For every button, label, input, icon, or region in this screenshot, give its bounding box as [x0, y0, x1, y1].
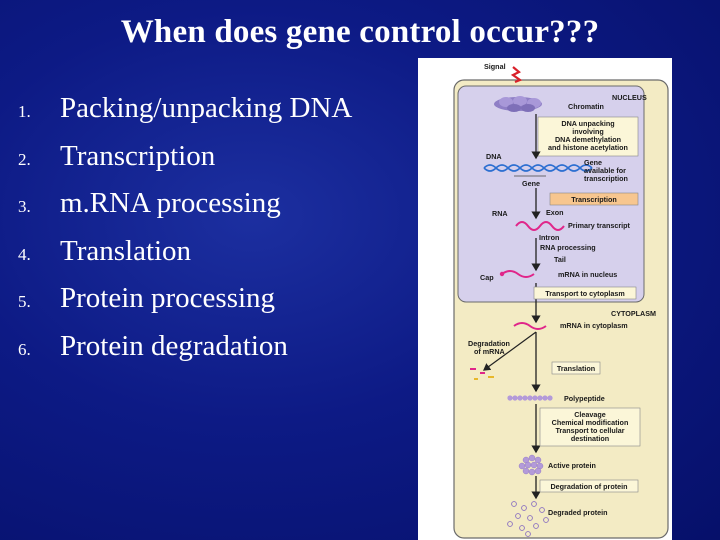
list-item: 2. Transcription — [18, 140, 418, 188]
unpacking-line: involving — [572, 127, 604, 136]
active-protein-icon — [518, 454, 544, 476]
list-number: 4. — [18, 244, 31, 264]
list-number: 1. — [18, 102, 31, 121]
list-item: 3. m.RNA processing — [18, 187, 418, 235]
list-item: 4. Translation — [18, 235, 418, 283]
polypeptide-label: Polypeptide — [564, 394, 605, 403]
mrna-nucleus-icon — [501, 270, 535, 278]
exon-label: Exon — [546, 208, 564, 217]
nucleus-label: NUCLEUS — [612, 93, 647, 102]
list-label: m.RNA processing — [60, 187, 281, 219]
cleavage-line: destination — [571, 434, 609, 443]
list-label: Protein processing — [60, 282, 276, 314]
list-item: 5. Protein processing — [18, 282, 418, 330]
list-label: Translation — [60, 234, 192, 267]
unpacking-box — [537, 116, 639, 157]
rna-processing-label: RNA processing — [540, 243, 596, 252]
degraded-protein-icon — [507, 501, 549, 537]
gene-label: Gene — [522, 179, 540, 188]
translation-box — [551, 361, 601, 375]
gene-available-line: Gene — [584, 158, 602, 167]
slide-title: When does gene control occur??? — [120, 14, 600, 50]
cytoplasm-label: CYTOPLASM — [611, 309, 656, 318]
mrna-degradation-line: of mRNA — [474, 347, 505, 356]
gene-expression-diagram: Signal NUCLEUS Chromatin DNA unpacking i… — [418, 58, 672, 540]
signal-label: Signal — [484, 62, 506, 71]
dna-label: DNA — [486, 152, 502, 161]
polypeptide-icon — [507, 395, 553, 401]
intron-label: Intron — [539, 233, 559, 242]
active-protein-label: Active protein — [548, 461, 596, 470]
degradation-arrow — [483, 331, 537, 371]
list-label: Protein degradation — [60, 329, 288, 362]
cleavage-box — [539, 407, 641, 447]
rna-label: RNA — [492, 209, 508, 218]
transport-box — [533, 286, 637, 300]
list-number: 5. — [18, 292, 31, 311]
chromatin-icon — [494, 96, 542, 112]
list-label: Transcription — [60, 139, 216, 172]
unpacking-line: DNA demethylation — [555, 135, 621, 144]
gene-control-list: 1. Packing/unpacking DNA 2. Transcriptio… — [18, 92, 418, 377]
list-number: 6. — [18, 339, 31, 359]
gene-available-line: available for — [584, 166, 626, 175]
unpacking-line: DNA unpacking — [561, 119, 614, 128]
transcription-box — [549, 192, 639, 206]
transcription-label: Transcription — [571, 195, 617, 204]
transport-label: Transport to cytoplasm — [545, 289, 624, 298]
mrna-cytoplasm-icon — [513, 322, 547, 330]
mrna-cytoplasm-label: mRNA in cytoplasm — [560, 321, 628, 330]
mrna-nucleus-label: mRNA in nucleus — [558, 270, 617, 279]
unpacking-line: and histone acetylation — [548, 143, 628, 152]
cleavage-line: Transport to cellular — [555, 426, 624, 435]
protein-degradation-box — [539, 479, 639, 493]
chromatin-label: Chromatin — [568, 102, 604, 111]
gene-available-line: transcription — [584, 174, 628, 183]
translation-label: Translation — [557, 364, 595, 373]
mrna-fragments-icon — [470, 368, 494, 380]
protein-degradation-label: Degradation of protein — [550, 482, 627, 491]
gene-expression-diagram-svg: Signal NUCLEUS Chromatin DNA unpacking i… — [453, 62, 669, 539]
tail-label: Tail — [554, 255, 566, 264]
list-item: 1. Packing/unpacking DNA — [18, 92, 418, 140]
primary-transcript-label: Primary transcript — [568, 221, 631, 230]
mrna-degradation-line: Degradation — [468, 339, 510, 348]
list-item: 6. Protein degradation — [18, 330, 418, 378]
list-number: 2. — [18, 149, 31, 169]
cleavage-line: Cleavage — [574, 410, 606, 419]
degraded-protein-label: Degraded protein — [548, 508, 608, 517]
primary-transcript-icon — [515, 221, 565, 231]
dna-helix-icon — [483, 164, 593, 172]
cleavage-line: Chemical modification — [552, 418, 629, 427]
list-label: Packing/unpacking DNA — [60, 92, 353, 124]
list-number: 3. — [18, 197, 31, 216]
cap-label: Cap — [480, 273, 494, 282]
signal-icon — [510, 66, 523, 84]
